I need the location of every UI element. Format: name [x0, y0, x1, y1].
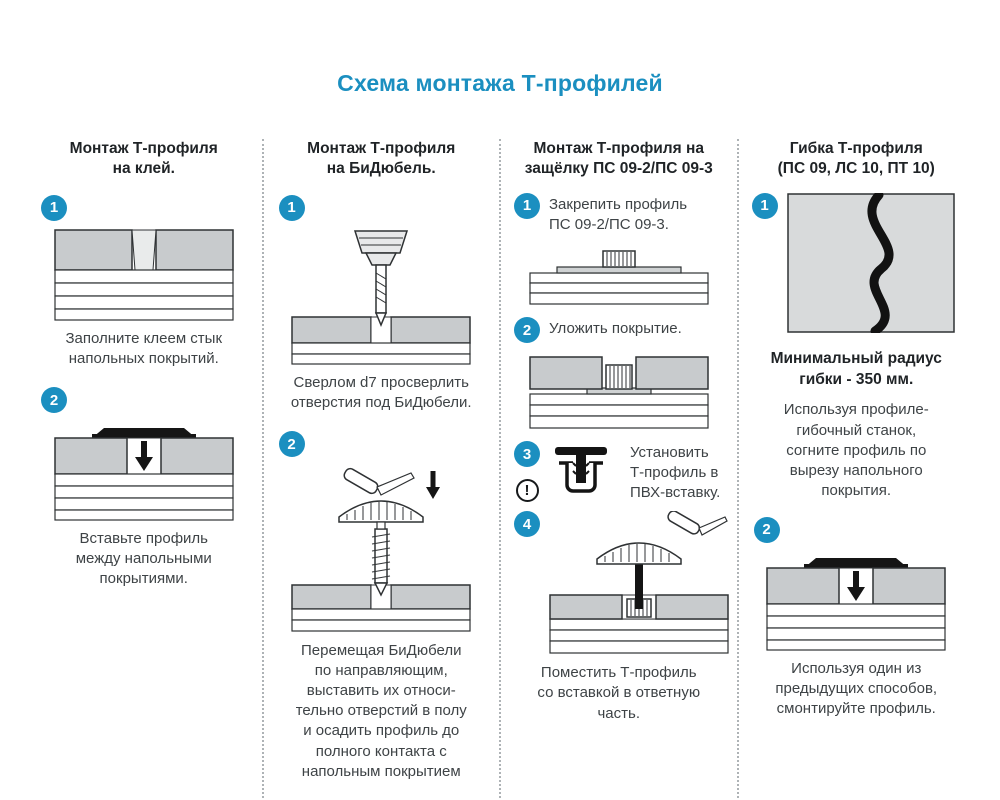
column-bidowel-heading: Монтаж Т-профиля на БиДюбель.	[307, 140, 456, 178]
latch-step2-caption: Уложить покрытие.	[549, 320, 682, 338]
glue-profile-diagram	[54, 428, 234, 521]
bidowel-install-diagram	[291, 467, 471, 632]
pvc-insert-diagram	[555, 447, 607, 493]
latch-step3: 3 ! Установить Т-профиль в ПВХ-вставку.	[514, 441, 724, 503]
warning-icon: !	[515, 479, 539, 503]
hammer-icon	[667, 511, 728, 537]
latch-step4-caption: Поместить Т-профиль со вставкой в ответн…	[537, 664, 701, 722]
bidowel-step1-badge: 1	[278, 194, 305, 221]
arrow-down-icon	[847, 570, 866, 601]
glue-step1-caption: Заполните клеем стык напольных покрытий.	[65, 329, 223, 367]
latch-step4: 4	[514, 511, 729, 655]
hammer-icon	[343, 467, 416, 496]
latch-step3-caption: Установить Т-профиль в ПВХ-вставку.	[630, 444, 721, 502]
latch-install-diagram	[549, 511, 729, 654]
column-glue: Монтаж Т-профиля на клей. 1 Заполните кл…	[26, 139, 262, 798]
bend-step1: 1	[751, 192, 962, 333]
arrow-down-icon	[134, 441, 153, 472]
glue-step1-badge: 1	[41, 194, 67, 221]
latch-step2-badge: 2	[514, 317, 540, 344]
latch-step1-caption: Закрепить профиль ПС 09-2/ПС 09-3.	[549, 195, 688, 233]
columns: Монтаж Т-профиля на клей. 1 Заполните кл…	[26, 139, 974, 798]
latch-step4-badge: 4	[514, 511, 540, 538]
latch-step3-badge: 3	[514, 441, 540, 468]
bend-instruction-note: Используя профиле- гибочный станок, согн…	[783, 401, 929, 499]
latch-step2: 2 Уложить покрытие.	[514, 317, 724, 344]
bend-step2-caption: Используя один из предыдущих способов, с…	[775, 659, 938, 718]
arrow-down-icon	[426, 471, 441, 500]
floor-gap-diagram	[54, 229, 234, 321]
bend-step1-badge: 1	[751, 192, 778, 219]
column-bending: Гибка Т-профиля (ПС 09, ЛС 10, ПТ 10) 1 …	[736, 139, 975, 798]
mount-profile-diagram	[766, 557, 946, 651]
bend-radius-note: Минимальный радиус гибки - 350 мм.	[770, 349, 942, 388]
latch-covering-diagram	[529, 356, 709, 429]
bend-sample-diagram	[786, 192, 955, 333]
profile-cap-gauge	[338, 500, 424, 530]
page-title: Схема монтажа Т-профилей	[337, 70, 663, 96]
column-latch-heading: Монтаж Т-профиля на защёлку ПС 09-2/ПС 0…	[524, 140, 713, 178]
column-glue-heading: Монтаж Т-профиля на клей.	[69, 140, 218, 178]
profile-cap-gauge	[596, 542, 682, 566]
bidowel-step1-caption: Сверлом d7 просверлить отверстия под БиД…	[290, 373, 472, 411]
drill-diagram	[291, 230, 471, 365]
bidowel-step2-badge: 2	[278, 431, 305, 458]
column-bending-heading: Гибка Т-профиля (ПС 09, ЛС 10, ПТ 10)	[777, 140, 935, 178]
glue-step2-badge: 2	[41, 387, 67, 414]
latch-step3-badges: 3 !	[514, 441, 540, 503]
bidowel-step2-caption: Перемещая БиДюбели по направляющим, выст…	[295, 642, 467, 780]
bend-step2-badge: 2	[753, 516, 780, 543]
column-bidowel: Монтаж Т-профиля на БиДюбель. 1	[261, 139, 500, 798]
drill-icon	[354, 230, 409, 327]
glue-step2-caption: Вставьте профиль между напольными покрыт…	[75, 530, 212, 588]
latch-step1-badge: 1	[514, 192, 540, 219]
latch-step1: 1 Закрепить профиль ПС 09-2/ПС 09-3.	[514, 192, 724, 235]
latch-base-diagram	[529, 250, 709, 305]
column-latch: Монтаж Т-профиля на защёлку ПС 09-2/ПС 0…	[499, 139, 737, 798]
